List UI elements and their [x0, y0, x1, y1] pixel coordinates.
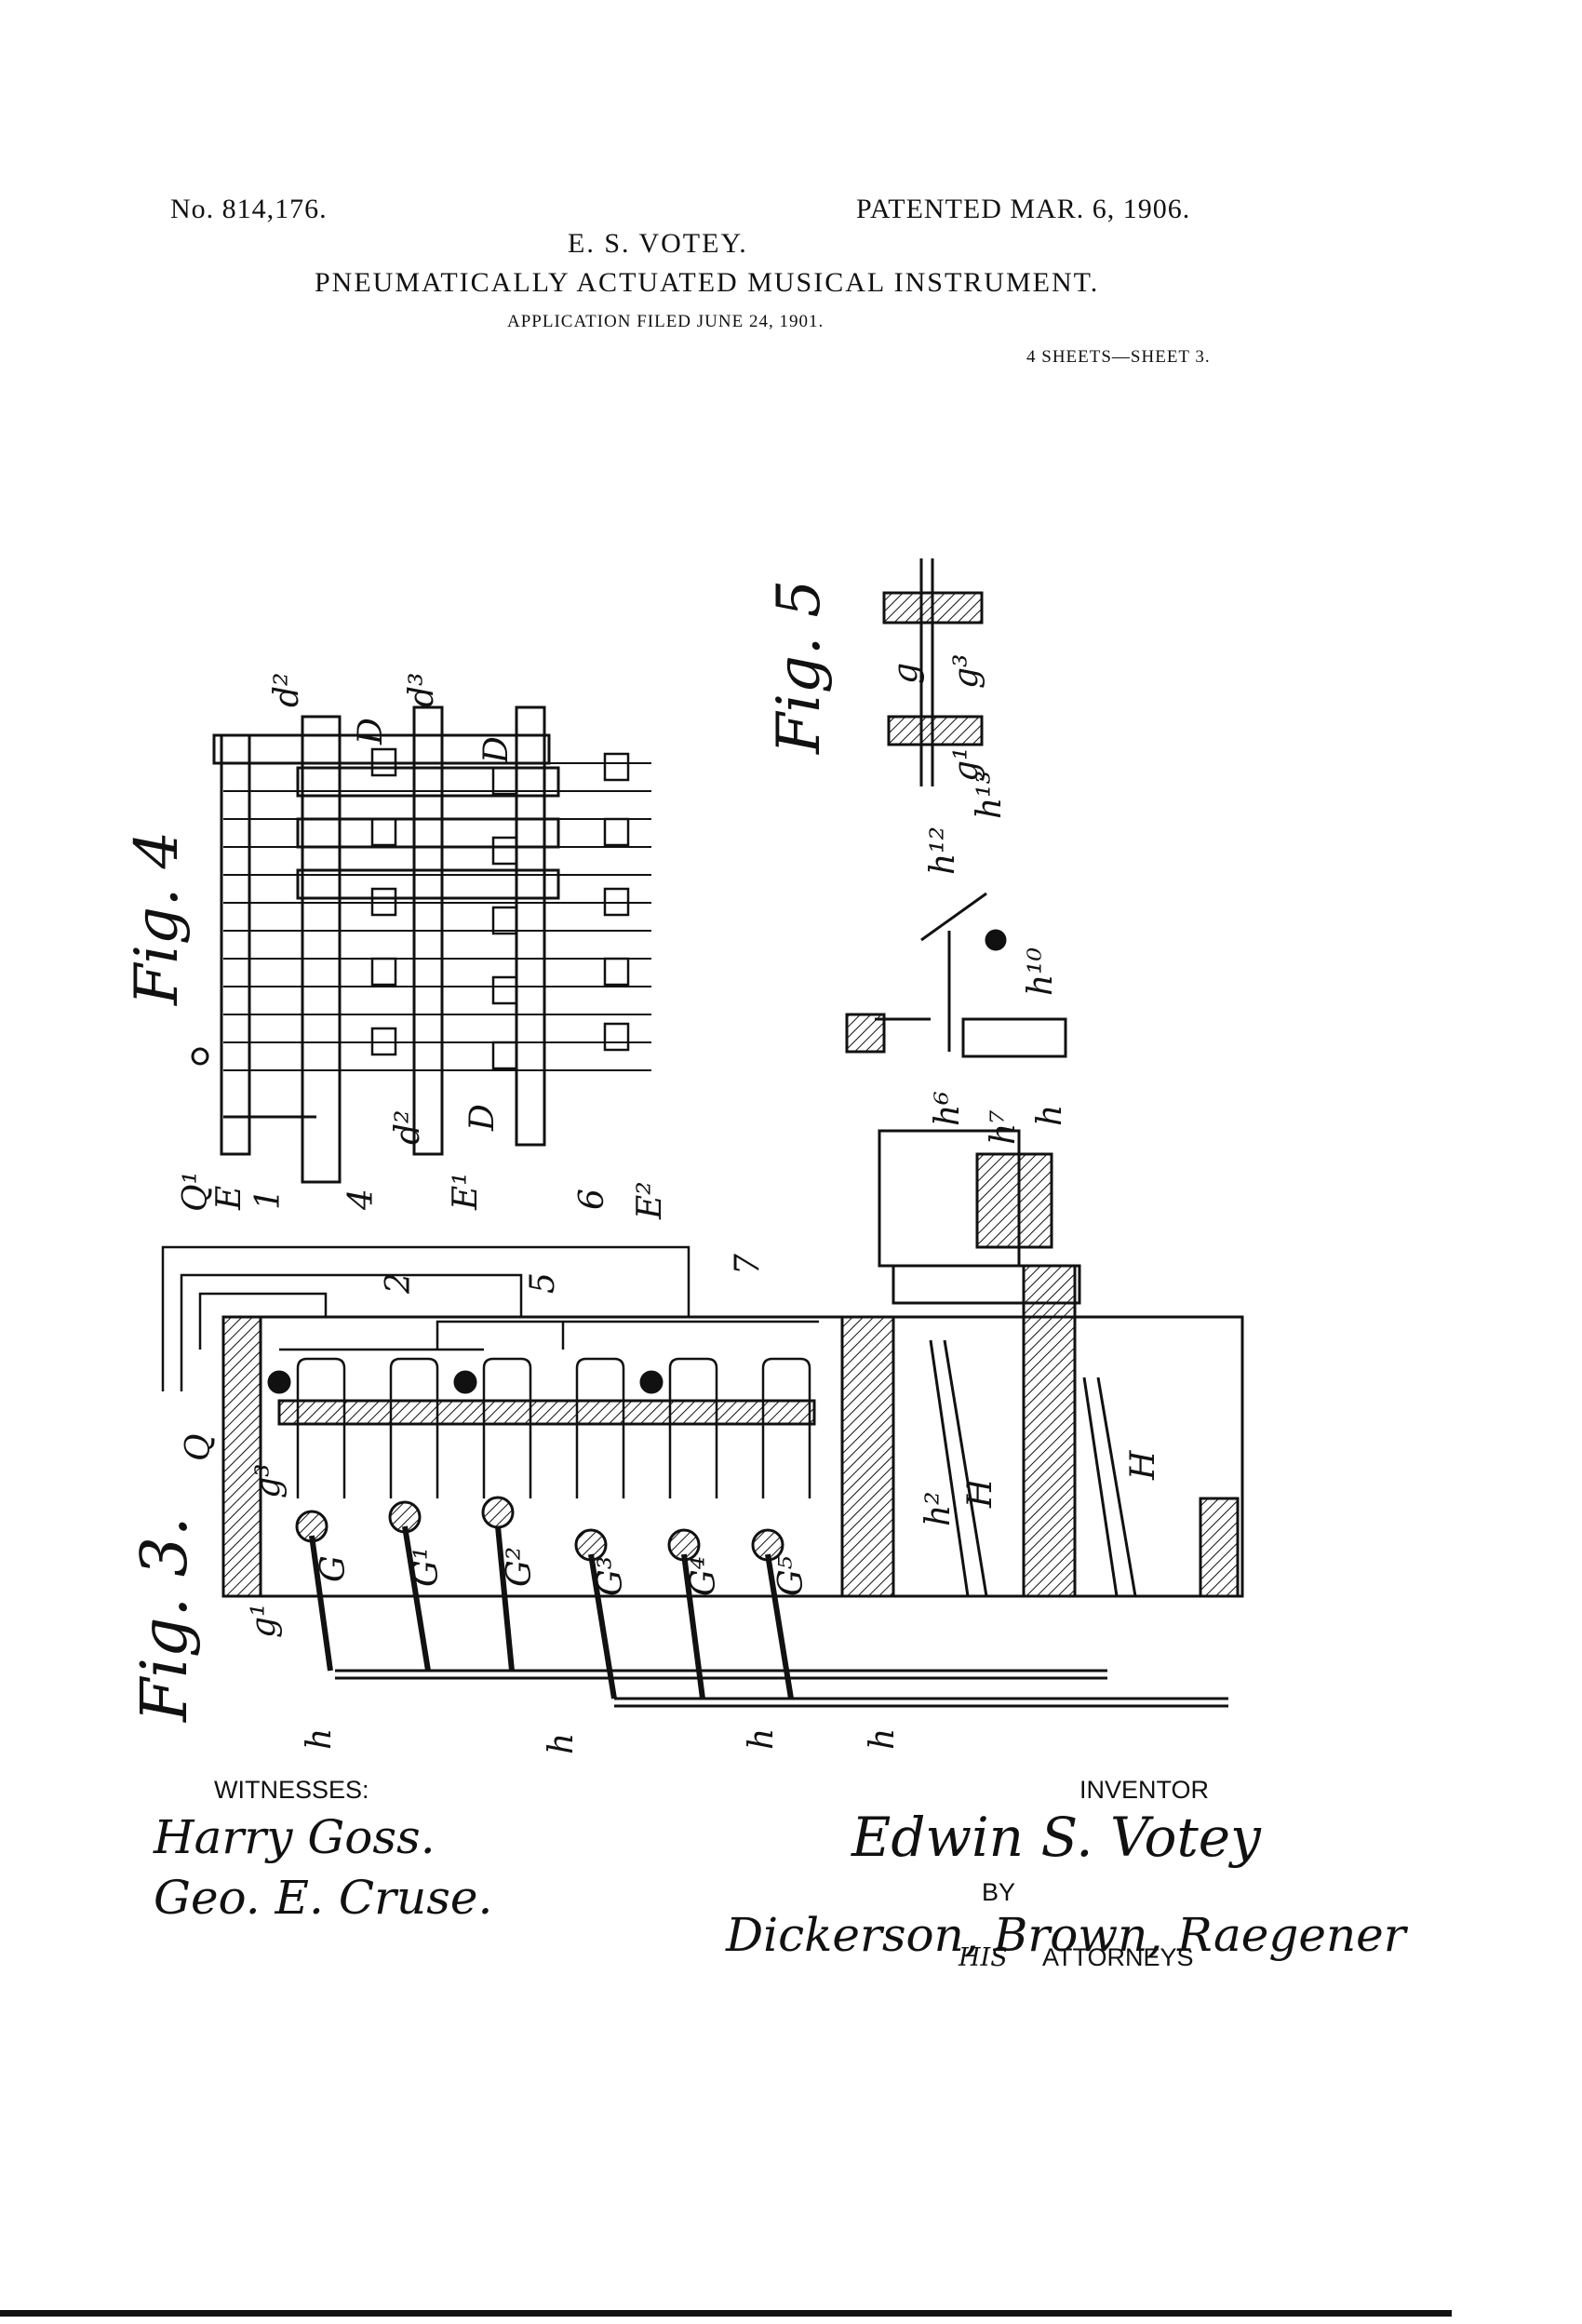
ref-label: d²: [389, 1110, 427, 1145]
attorneys-signature: Dickerson, Brown, Raegener: [726, 1908, 1406, 1962]
witnesses-label: WITNESSES:: [214, 1776, 369, 1804]
ref-label: h¹³: [971, 771, 1009, 819]
ref-label: D: [477, 736, 516, 764]
inventor-signature: Edwin S. Votey: [851, 1806, 1261, 1869]
attorneys-label: ATTORNEYS: [1042, 1943, 1194, 1971]
ref-label: G⁵: [772, 1556, 811, 1596]
his-label: HIS: [959, 1943, 1008, 1972]
witness-signature: Geo. E. Cruse.: [154, 1871, 493, 1925]
ref-label: g¹: [245, 1604, 283, 1638]
ref-label: H: [1124, 1450, 1162, 1481]
reference-labels: Q¹ E 1 4 E¹ 6 E² 2 5 7 Q g¹ g³ G G¹ G² G…: [177, 654, 1162, 1754]
ref-label: G¹: [408, 1547, 446, 1587]
by-label: BY: [982, 1878, 1016, 1906]
ref-label: G: [315, 1555, 353, 1582]
fig4-drawing: [191, 705, 651, 1184]
patent-title: PNEUMATICALLY ACTUATED MUSICAL INSTRUMEN…: [315, 267, 1100, 298]
patented-date: PATENTED MAR. 6, 1906.: [856, 194, 1191, 224]
ref-label: h: [1031, 1105, 1069, 1126]
sheet-number: 4 SHEETS—SHEET 3.: [1026, 347, 1211, 367]
ref-label: G²: [501, 1547, 539, 1587]
ref-label: Q: [180, 1433, 218, 1461]
bottom-rule: [0, 2310, 1452, 2317]
fig5-label: Fig. 5: [765, 580, 834, 755]
ref-label: E: [210, 1186, 248, 1211]
ref-label: 7: [729, 1254, 767, 1275]
ref-label: g¹: [947, 747, 985, 782]
ref-label: g³: [249, 1464, 288, 1498]
fig3-drawing: [161, 892, 1244, 1708]
ref-label: h: [864, 1728, 902, 1750]
ref-label: d³: [403, 673, 441, 707]
fig3-label: Fig. 3.: [128, 1516, 202, 1724]
fig4-label: Fig. 4: [123, 831, 192, 1006]
ref-label: h: [301, 1728, 339, 1750]
ref-label: Q¹: [177, 1171, 215, 1212]
ref-label: 1: [249, 1189, 288, 1210]
ref-label: D: [463, 1104, 502, 1132]
ref-label: g: [887, 663, 925, 684]
ref-label: h⁷: [985, 1109, 1023, 1145]
ref-label: D: [352, 718, 390, 746]
ref-label: 2: [380, 1272, 418, 1295]
ref-label: G⁴: [685, 1556, 723, 1596]
patent-number: No. 814,176.: [170, 194, 328, 224]
ref-label: H: [961, 1478, 999, 1509]
inventor-name: E. S. VOTEY.: [568, 228, 748, 259]
ref-label: h: [743, 1728, 781, 1750]
ref-label: h¹⁰: [1022, 947, 1060, 996]
witness-signature: Harry Goss.: [154, 1810, 436, 1864]
ref-label: d²: [268, 673, 306, 707]
ref-label: 4: [342, 1189, 381, 1211]
ref-label: h⁶: [929, 1091, 967, 1126]
ref-label: h: [543, 1733, 581, 1754]
ref-label: h¹²: [924, 826, 962, 875]
ref-label: 5: [524, 1272, 562, 1294]
fig5-drawing: [882, 558, 984, 786]
ref-label: g³: [947, 654, 985, 689]
ref-label: E²: [631, 1181, 669, 1220]
ref-label: E¹: [447, 1172, 485, 1211]
ref-label: G³: [592, 1556, 630, 1596]
ref-label: 6: [573, 1189, 611, 1210]
application-filed: APPLICATION FILED JUNE 24, 1901.: [507, 312, 825, 331]
ref-label: h²: [919, 1491, 958, 1526]
inventor-label: INVENTOR: [1079, 1776, 1210, 1804]
